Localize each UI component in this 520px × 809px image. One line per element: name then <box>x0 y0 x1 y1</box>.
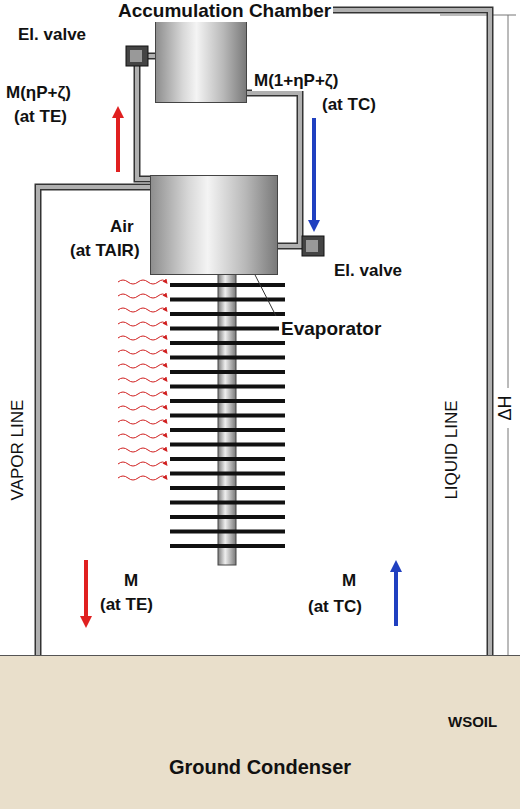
fin <box>170 312 285 316</box>
fin <box>170 356 285 360</box>
pipe-line <box>137 56 155 179</box>
flow-arrow <box>312 118 316 226</box>
pipe-stroke <box>137 56 155 179</box>
fin <box>170 515 285 519</box>
flow-label: (at TAIR) <box>70 242 140 261</box>
fin <box>170 443 285 447</box>
flow-label: El. valve <box>18 26 86 45</box>
pipe-stroke <box>200 10 490 655</box>
air-stream <box>118 406 166 410</box>
valve-symbol <box>126 46 148 66</box>
air-stream <box>118 476 166 480</box>
pipe-stroke <box>38 187 150 655</box>
fins <box>170 283 285 548</box>
fin <box>170 399 285 403</box>
pipe-line <box>200 10 490 655</box>
flow-label: (at TE) <box>100 596 153 615</box>
valve-symbol <box>306 240 318 252</box>
line-name: ΔH <box>496 393 516 422</box>
dimension-line <box>508 15 509 388</box>
line-name: LIQUID LINE <box>443 400 462 499</box>
flow-label: (at TE) <box>14 108 67 127</box>
air-flow <box>118 280 166 480</box>
air-stream <box>118 308 166 312</box>
air-stream <box>118 420 166 424</box>
air-stream <box>118 378 166 382</box>
fin <box>170 283 285 287</box>
flow-label: M(1+ηP+ζ) <box>252 72 340 91</box>
air-stream <box>118 294 166 298</box>
node-label: Accumulation Chamber <box>116 1 333 22</box>
dimension-tick <box>440 15 516 16</box>
fin <box>170 428 285 432</box>
flow-arrow <box>84 560 88 622</box>
flow-label: El. valve <box>334 262 402 281</box>
valve-symbol <box>130 50 142 62</box>
fin <box>170 385 285 389</box>
air-stream <box>118 350 166 354</box>
air-stream <box>118 434 166 438</box>
fin <box>170 370 285 374</box>
flow-arrow <box>394 566 398 626</box>
fin <box>170 544 285 548</box>
air-stream <box>118 322 166 326</box>
flow-label: Air <box>110 218 134 237</box>
fin <box>170 472 285 476</box>
pipe-line <box>38 187 150 655</box>
flow-label: M <box>124 572 138 591</box>
air-stream <box>118 462 166 466</box>
fin <box>170 327 285 331</box>
flow-label: WSOIL <box>448 714 497 731</box>
fin <box>170 530 285 534</box>
fin <box>170 457 285 461</box>
fin <box>170 501 285 505</box>
fin <box>170 414 285 418</box>
fin <box>170 341 285 345</box>
air-stream <box>118 448 166 452</box>
fin <box>170 486 285 490</box>
air-stream <box>118 364 166 368</box>
air-stream <box>118 280 166 284</box>
air-stream <box>118 392 166 396</box>
flow-arrow <box>116 112 120 172</box>
accumulation-chamber: Accumulation Chamber <box>155 15 247 103</box>
air-stream <box>118 336 166 340</box>
line-name: VAPOR LINE <box>9 400 28 501</box>
pipe-stroke <box>137 56 155 179</box>
pipe-stroke <box>200 10 490 655</box>
evaporator: Evaporator <box>150 175 278 275</box>
flow-label: M <box>342 572 356 591</box>
ground-condenser: Ground Condenser <box>0 655 520 809</box>
node-label: Ground Condenser <box>0 756 520 778</box>
node-label: Evaporator <box>279 319 383 340</box>
pipe-stroke <box>38 187 150 655</box>
flow-label: (at TC) <box>320 96 378 115</box>
valve-symbol <box>302 236 324 256</box>
flow-label: (at TC) <box>308 598 362 617</box>
flow-label: M(ηP+ζ) <box>6 84 71 103</box>
